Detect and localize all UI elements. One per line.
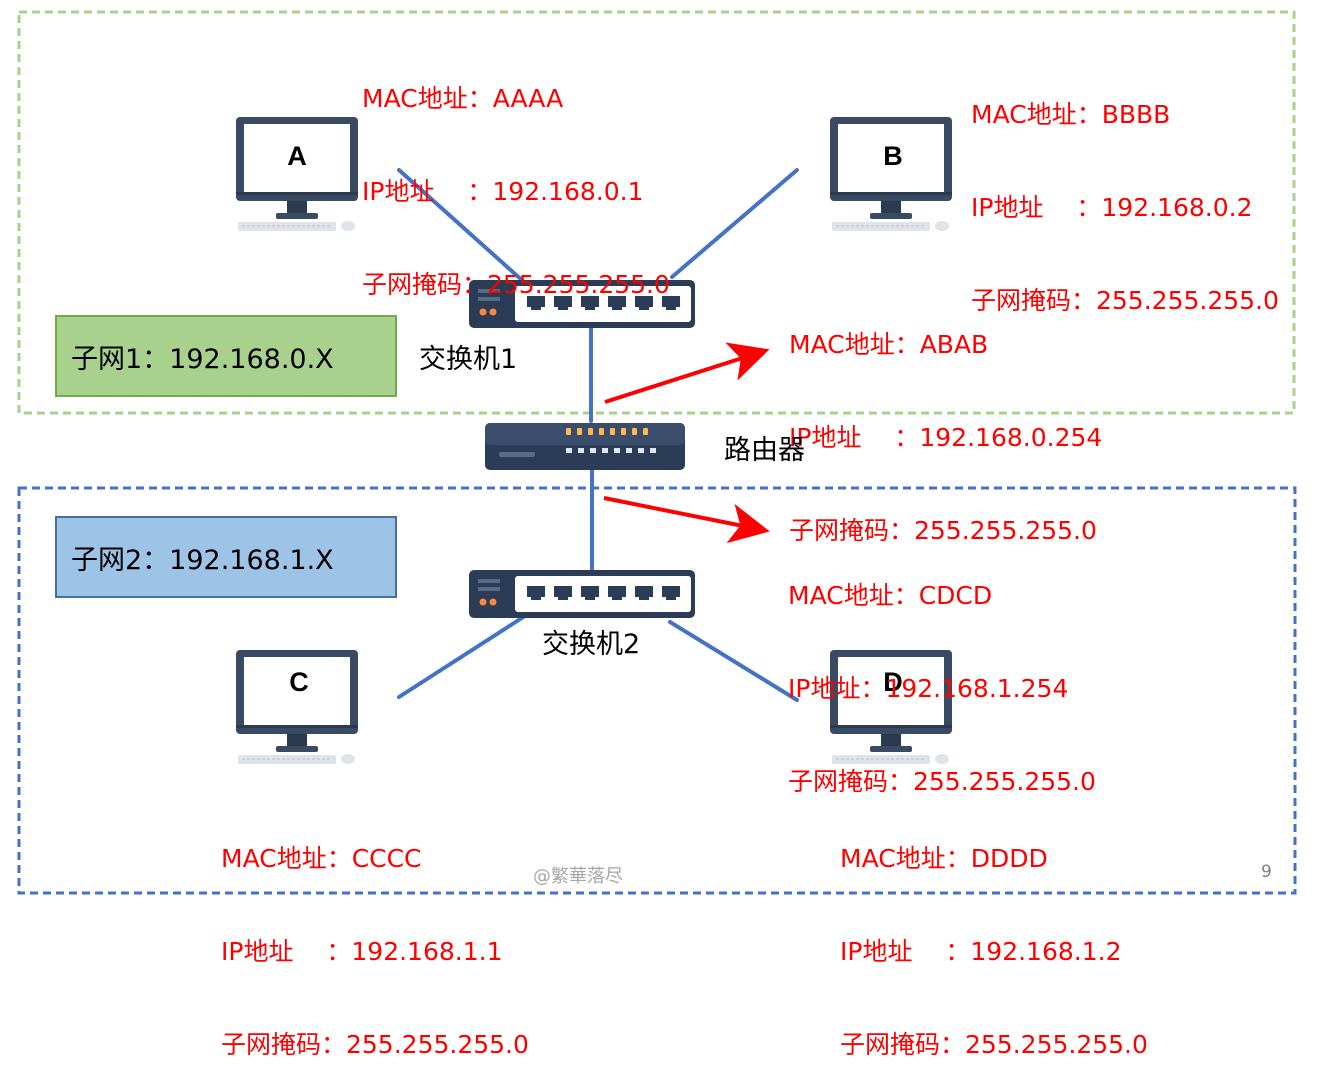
host-b-ip: IP地址 ：192.168.0.2 [971, 193, 1253, 222]
host-c-mac: MAC地址：CCCC [221, 844, 422, 873]
router-port2-ip: IP地址：192.168.1.254 [788, 674, 1069, 703]
switch1-label: 交换机1 [419, 344, 518, 375]
router-icon [485, 423, 685, 470]
router-port1-mac: MAC地址：ABAB [789, 330, 989, 359]
link-d-switch2 [668, 620, 799, 702]
router-port1-mask: 子网掩码：255.255.255.0 [789, 516, 1097, 545]
host-d-mask: 子网掩码：255.255.255.0 [840, 1030, 1148, 1059]
switch2-label: 交换机2 [542, 629, 641, 660]
page-number: 9 [1261, 862, 1272, 882]
router-port2-info: MAC地址：CDCD IP地址：192.168.1.254 子网掩码：255.2… [788, 518, 1096, 828]
host-b-info: MAC地址：BBBB IP地址 ：192.168.0.2 子网掩码：255.25… [971, 37, 1279, 347]
host-b-mac: MAC地址：BBBB [971, 100, 1171, 129]
host-c-mask: 子网掩码：255.255.255.0 [221, 1030, 529, 1059]
pc-d-letter: D [883, 667, 903, 697]
host-a-ip: IP地址 ：192.168.0.1 [362, 177, 644, 206]
router-port2-mask: 子网掩码：255.255.255.0 [788, 767, 1096, 796]
subnet2-boundary [17, 486, 1297, 895]
subnet1-boundary [17, 10, 1296, 415]
host-c-ip: IP地址 ：192.168.1.1 [221, 937, 503, 966]
router-port2-mac: MAC地址：CDCD [788, 581, 993, 610]
arrow-router-port1 [604, 342, 770, 404]
subnet2-label: 子网2：192.168.1.X [55, 516, 397, 598]
link-c-switch2 [397, 614, 527, 699]
host-a-mask: 子网掩码：255.255.255.0 [362, 270, 670, 299]
router-port1-info: MAC地址：ABAB IP地址 ：192.168.0.254 子网掩码：255.… [789, 267, 1102, 577]
pc-b-letter: B [883, 141, 903, 171]
host-d-info: MAC地址：DDDD IP地址 ：192.168.1.2 子网掩码：255.25… [840, 781, 1148, 1091]
router-label: 路由器 [724, 435, 805, 466]
host-d-ip: IP地址 ：192.168.1.2 [840, 937, 1122, 966]
pc-c-letter: C [289, 667, 309, 697]
pc-a-icon [235, 116, 359, 232]
network-diagram [17, 10, 1297, 895]
arrow-router-port2 [603, 496, 770, 544]
watermark: @繁華落尽 [533, 866, 623, 887]
subnet1-label: 子网1：192.168.0.X [55, 315, 397, 397]
host-a-info: MAC地址：AAAA IP地址 ：192.168.0.1 子网掩码：255.25… [362, 21, 670, 331]
link-a-switch1 [397, 168, 526, 284]
pc-a-letter: A [287, 141, 307, 171]
host-b-mask: 子网掩码：255.255.255.0 [971, 286, 1279, 315]
host-c-info: MAC地址：CCCC IP地址 ：192.168.1.1 子网掩码：255.25… [221, 781, 529, 1091]
switch2-icon [469, 570, 695, 618]
pc-b-icon [829, 116, 953, 232]
host-a-mac: MAC地址：AAAA [362, 84, 564, 113]
link-b-switch1 [670, 168, 799, 279]
host-d-mac: MAC地址：DDDD [840, 844, 1048, 873]
router-port1-ip: IP地址 ：192.168.0.254 [789, 423, 1103, 452]
